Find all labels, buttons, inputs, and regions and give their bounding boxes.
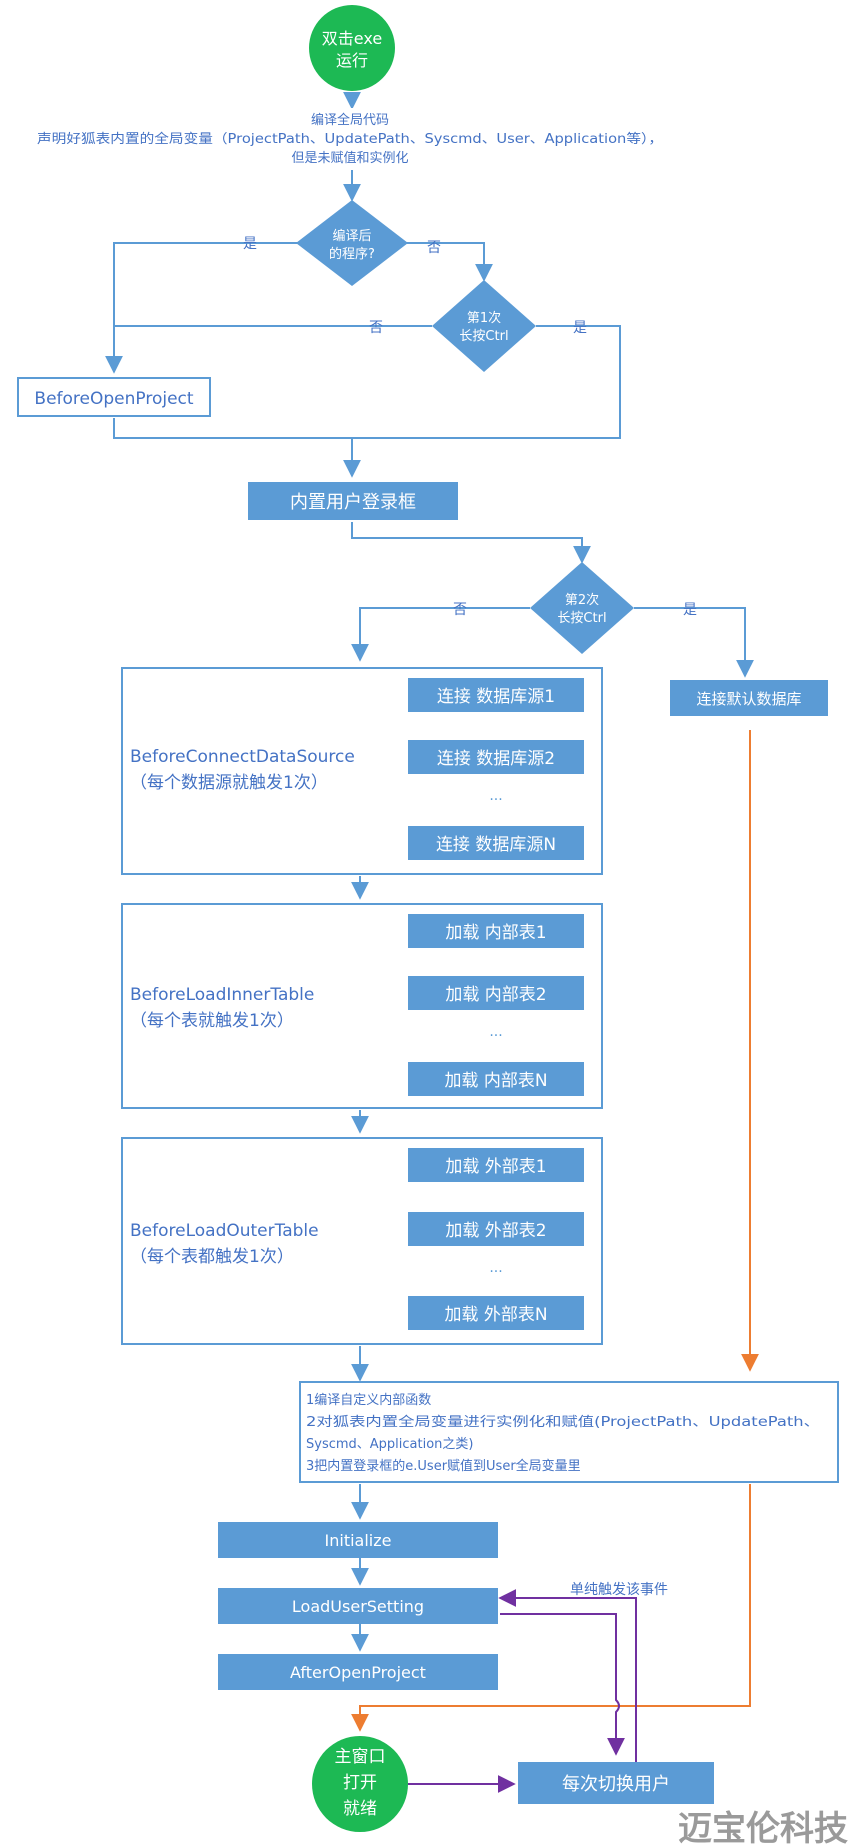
decision-ctrl2-no-label: 否 [453, 602, 467, 618]
decision-ctrl2-line1: 第2次 [565, 592, 599, 608]
after-open-project-box: AfterOpenProject [218, 1654, 498, 1690]
decision-compiled-line1: 编译后 [332, 229, 371, 244]
group-inner-tables: BeforeLoadInnerTable （每个表就触发1次） 加载 内部表1 … [121, 903, 603, 1109]
outer-step-1: 加载 外部表1 [445, 1157, 546, 1177]
post-load-line2: 2对狐表内置全局变量进行实例化和赋值(ProjectPath、UpdatePat… [306, 1414, 820, 1430]
inner-step-n: 加载 内部表N [444, 1071, 547, 1091]
watermark-logo-text: 迈宝伦科技 [678, 1809, 848, 1846]
switch-user-label: 每次切换用户 [562, 1774, 670, 1795]
before-open-project-box: BeforeOpenProject [17, 377, 211, 417]
login-box-label: 内置用户登录框 [290, 492, 416, 513]
inner-ellipsis: ··· [489, 1028, 502, 1044]
decision-ctrl1-line2: 长按Ctrl [459, 329, 508, 344]
default-db-box: 连接默认数据库 [670, 680, 828, 716]
group-datasource: BeforeConnectDataSource （每个数据源就触发1次） 连接 … [121, 667, 603, 875]
start-node: 双击exe 运行 [309, 5, 395, 91]
start-line1: 双击exe [322, 29, 382, 48]
decision-compiled: 编译后 的程序? 是 否 [243, 200, 441, 286]
decision-ctrl1-no-label: 否 [369, 320, 383, 336]
group-inner-note: （每个表就触发1次） [130, 1011, 294, 1031]
main-window-node: 主窗口 打开 就绪 [312, 1736, 408, 1832]
post-load-line3: Syscmd、Application之类) [306, 1437, 474, 1452]
load-user-setting-box: LoadUserSetting [218, 1588, 498, 1624]
decision-compiled-yes-label: 是 [243, 236, 257, 252]
decision-ctrl1-line1: 第1次 [467, 310, 501, 326]
datasource-step-2: 连接 数据库源2 [437, 749, 555, 769]
before-open-project-label: BeforeOpenProject [34, 389, 193, 409]
orange-connectors [351, 730, 759, 1732]
post-load-note-box: 1编译自定义内部函数 2对狐表内置全局变量进行实例化和赋值(ProjectPat… [299, 1381, 839, 1483]
default-db-label: 连接默认数据库 [696, 690, 801, 708]
group-outer-note: （每个表都触发1次） [130, 1247, 294, 1267]
decision-ctrl2: 第2次 长按Ctrl 是 否 [453, 562, 697, 654]
load-user-setting-label: LoadUserSetting [292, 1597, 424, 1616]
compile-note-line3: 但是未赋值和实例化 [291, 150, 408, 166]
outer-ellipsis: ··· [489, 1264, 502, 1280]
outer-step-2: 加载 外部表2 [445, 1221, 546, 1241]
main-window-line2: 打开 [343, 1773, 377, 1793]
main-window-line3: 就绪 [343, 1799, 377, 1819]
post-load-line1: 1编译自定义内部函数 [306, 1392, 431, 1408]
login-box: 内置用户登录框 [248, 482, 458, 520]
compile-note-line1: 编译全局代码 [311, 112, 389, 128]
inner-step-1: 加载 内部表1 [445, 923, 546, 943]
trigger-only-note: 单纯触发该事件 [570, 1582, 668, 1598]
group-datasource-event: BeforeConnectDataSource [130, 747, 355, 767]
decision-ctrl2-line2: 长按Ctrl [557, 611, 606, 626]
compile-note: 编译全局代码 声明好狐表内置的全局变量（ProjectPath、UpdatePa… [18, 108, 678, 170]
inner-step-2: 加载 内部表2 [445, 985, 546, 1005]
group-inner-event: BeforeLoadInnerTable [130, 985, 314, 1005]
datasource-ellipsis: ··· [489, 792, 502, 808]
switch-user-box: 每次切换用户 [518, 1762, 714, 1804]
after-open-project-label: AfterOpenProject [290, 1663, 426, 1682]
group-outer-event: BeforeLoadOuterTable [130, 1221, 319, 1241]
datasource-step-1: 连接 数据库源1 [437, 687, 555, 707]
post-load-line4: 3把内置登录框的e.User赋值到User全局变量里 [306, 1458, 581, 1474]
decision-compiled-no-label: 否 [427, 240, 441, 256]
initialize-label: Initialize [325, 1531, 392, 1550]
compile-note-line2: 声明好狐表内置的全局变量（ProjectPath、UpdatePath、Sysc… [37, 131, 663, 147]
group-datasource-note: （每个数据源就触发1次） [130, 773, 328, 793]
group-outer-tables: BeforeLoadOuterTable （每个表都触发1次） 加载 外部表1 … [121, 1137, 603, 1345]
initialize-box: Initialize [218, 1522, 498, 1558]
main-window-line1: 主窗口 [335, 1747, 386, 1767]
decision-compiled-line2: 的程序? [329, 246, 375, 262]
outer-step-n: 加载 外部表N [444, 1305, 547, 1325]
decision-ctrl1-yes-label: 是 [573, 320, 587, 336]
start-line2: 运行 [336, 51, 368, 70]
purple-connectors [408, 1589, 637, 1793]
datasource-step-n: 连接 数据库源N [436, 835, 556, 855]
decision-ctrl2-yes-label: 是 [683, 602, 697, 618]
decision-ctrl1: 第1次 长按Ctrl 是 否 [369, 280, 587, 372]
